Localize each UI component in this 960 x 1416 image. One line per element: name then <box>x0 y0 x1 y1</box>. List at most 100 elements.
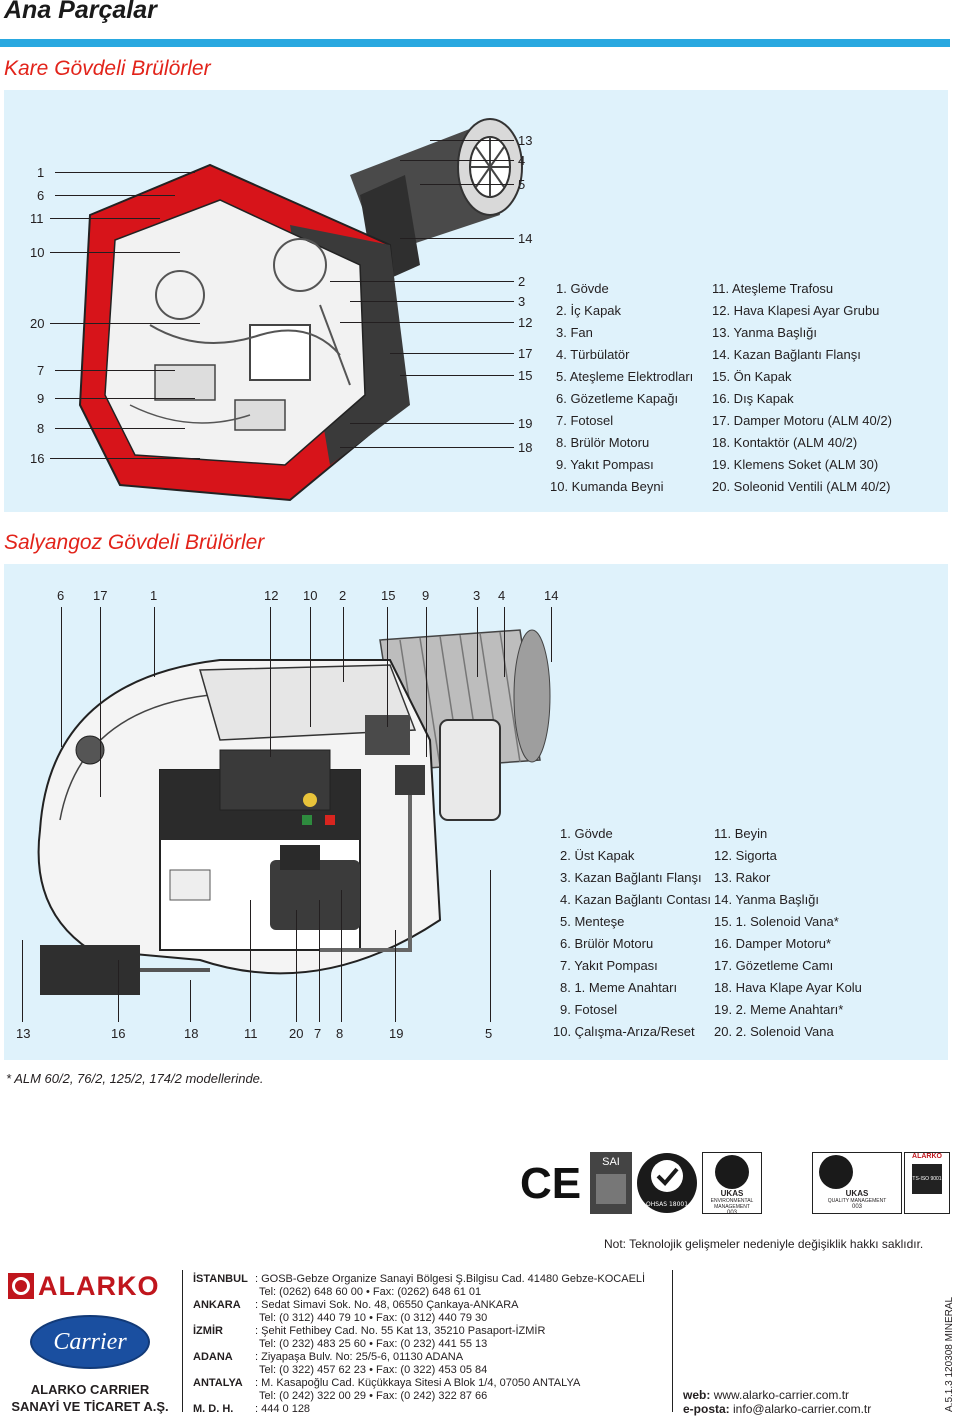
web-link[interactable]: www.alarko-carrier.com.tr <box>713 1388 850 1402</box>
leader-line <box>341 890 342 1022</box>
part-list-item: 8. 1. Meme Anahtarı <box>560 980 678 995</box>
email-link[interactable]: info@alarko-carrier.com.tr <box>733 1402 872 1416</box>
callout-number: 13 <box>16 1026 31 1041</box>
callout-number: 9 <box>422 588 430 603</box>
part-list-item: 12. Hava Klapesi Ayar Grubu <box>712 303 880 318</box>
leader-line <box>50 218 160 219</box>
technical-change-note: Not: Teknolojik gelişmeler nedeniyle değ… <box>604 1237 924 1251</box>
square-burner-illustration <box>78 118 523 502</box>
part-list-item: 4. Kazan Bağlantı Contası <box>560 892 712 907</box>
leader-line <box>100 607 101 797</box>
part-list-item: 16. Damper Motoru* <box>714 936 832 951</box>
part-list-item: 8. Brülör Motoru <box>556 435 650 450</box>
contact-block: İSTANBUL: GOSB-Gebze Organize Sanayi Böl… <box>193 1273 683 1416</box>
ukas-sub: QUALITY MANAGEMENT <box>827 1198 887 1204</box>
callout-number: 4 <box>498 588 506 603</box>
part-list-item: 18. Kontaktör (ALM 40/2) <box>712 435 858 450</box>
leader-line <box>390 353 514 354</box>
callout-number: 1 <box>37 165 45 180</box>
contact-line: Tel: (0262) 648 60 00 • Fax: (0262) 648 … <box>259 1286 482 1298</box>
page-title: Ana Parçalar <box>4 0 157 24</box>
callout-number: 15 <box>518 368 533 383</box>
part-list-item: 19. 2. Meme Anahtarı* <box>714 1002 844 1017</box>
leader-line <box>296 910 297 1022</box>
callout-number: 19 <box>518 416 533 431</box>
ukas-code: 003 <box>851 1204 862 1210</box>
carrier-logo: Carrier <box>30 1315 150 1369</box>
contact-city: ANTALYA <box>193 1377 243 1389</box>
part-list-item: 4. Türbülatör <box>556 347 630 362</box>
callout-number: 14 <box>544 588 559 603</box>
alarko-logo: ALARKO <box>8 1271 172 1301</box>
part-list-item: 15. Ön Kapak <box>712 369 792 384</box>
leader-line <box>330 281 514 282</box>
company-line-1: ALARKO CARRIER <box>30 1382 150 1397</box>
callout-number: 12 <box>264 588 279 603</box>
leader-line <box>400 375 514 376</box>
part-list-item: 1. Gövde <box>556 281 609 296</box>
leader-line <box>490 870 491 1022</box>
leader-line <box>50 252 180 253</box>
ukas-sub: ENVIRONMENTAL MANAGEMENT <box>710 1198 754 1210</box>
leader-line <box>400 160 514 161</box>
part-list-item: 10. Kumanda Beyni <box>550 479 664 494</box>
callout-number: 6 <box>37 188 45 203</box>
leader-line <box>55 172 195 173</box>
part-list-item: 2. İç Kapak <box>556 303 622 318</box>
callout-number: 3 <box>473 588 481 603</box>
leader-line <box>420 184 514 185</box>
bsi-badge-icon <box>715 1155 749 1189</box>
contact-city: İZMİR <box>193 1325 223 1337</box>
leader-line <box>395 930 396 1022</box>
contact-line: : Sedat Simavi Sok. No. 48, 06550 Çankay… <box>255 1299 519 1311</box>
contact-line: Tel: (0 322) 457 62 23 • Fax: (0 322) 45… <box>259 1364 488 1376</box>
leader-line <box>270 607 271 757</box>
callout-number: 12 <box>518 315 533 330</box>
part-list-item: 10. Çalışma-Arıza/Reset <box>553 1024 695 1039</box>
callout-number: 7 <box>37 363 45 378</box>
leader-line <box>55 428 185 429</box>
part-list-item: 14. Kazan Bağlantı Flanşı <box>712 347 861 362</box>
contact-line: : Şehit Fethibey Cad. No. 55 Kat 13, 352… <box>255 1325 546 1337</box>
bsi-ukas-quality-logo: UKAS QUALITY MANAGEMENT 003 <box>812 1152 902 1214</box>
contact-city: ADANA <box>193 1351 233 1363</box>
leader-line <box>50 323 200 324</box>
part-list-item: 9. Yakıt Pompası <box>556 457 654 472</box>
web-label: web: <box>683 1388 711 1402</box>
part-list-item: 9. Fotosel <box>560 1002 618 1017</box>
leader-line <box>477 607 478 677</box>
tsiso-text: TS-ISO 9001 <box>912 1164 942 1194</box>
footer-divider <box>672 1270 673 1412</box>
ohsas-text: OHSAS 18001 <box>646 1201 688 1208</box>
leader-line <box>430 140 514 141</box>
contact-city: M. D. H. <box>193 1403 234 1415</box>
company-line-2: SANAYİ VE TİCARET A.Ş. <box>11 1399 169 1414</box>
callout-number: 3 <box>518 294 526 309</box>
callout-number: 2 <box>518 274 526 289</box>
leader-line <box>504 607 505 677</box>
email-label: e-posta: <box>683 1402 730 1416</box>
snail-burner-illustration <box>37 629 551 995</box>
part-list-item: 20. Soleonid Ventili (ALM 40/2) <box>712 479 891 494</box>
alarko-mini-text: ALARKO <box>912 1153 942 1160</box>
part-list-item: 2. Üst Kapak <box>560 848 635 863</box>
leader-line <box>340 322 514 323</box>
part-list-item: 11. Ateşleme Trafosu <box>712 281 834 296</box>
bsi-ohsas-logo: OHSAS 18001 <box>637 1153 697 1213</box>
callout-number: 6 <box>57 588 65 603</box>
callout-number: 7 <box>314 1026 322 1041</box>
doc-code: A.5.1.3 120308 MINERAL <box>944 1296 955 1412</box>
part-list-item: 14. Yanma Başlığı <box>714 892 820 907</box>
ukas-text: UKAS <box>720 1189 744 1198</box>
contact-line: : 444 0 128 <box>255 1403 311 1415</box>
part-list-item: 5. Ateşleme Elektrodları <box>556 369 694 384</box>
leader-line <box>61 607 62 747</box>
leader-line <box>400 238 514 239</box>
callout-number: 1 <box>150 588 158 603</box>
callout-number: 15 <box>381 588 396 603</box>
part-list-item: 18. Hava Klape Ayar Kolu <box>714 980 862 995</box>
callout-number: 16 <box>30 451 45 466</box>
leader-line <box>55 370 175 371</box>
callout-number: 17 <box>518 346 533 361</box>
part-list-item: 13. Rakor <box>714 870 771 885</box>
